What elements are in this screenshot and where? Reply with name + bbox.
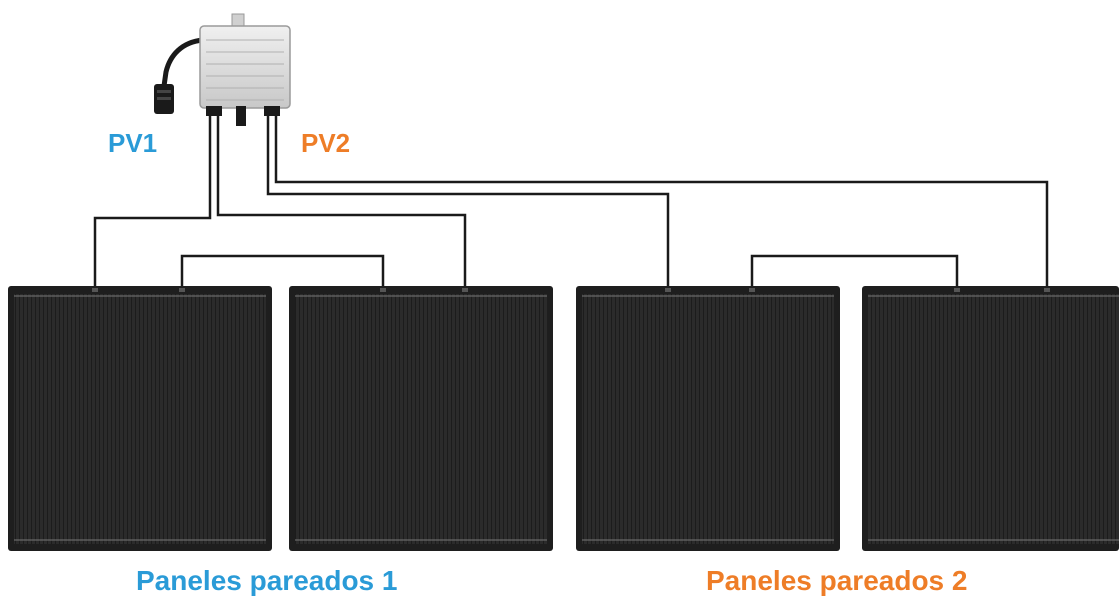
pv1-label: PV1 <box>108 128 158 158</box>
wire-pv2-a <box>266 108 670 290</box>
ac-plug-icon <box>154 84 174 114</box>
group1-label: Paneles pareados 1 <box>136 565 398 596</box>
solar-panel-2 <box>289 286 553 551</box>
wires <box>93 108 1049 290</box>
wire-link-group1 <box>180 254 385 290</box>
wire-pv1-b <box>216 108 467 290</box>
wire-pv1-a <box>93 108 212 290</box>
pv2-label: PV2 <box>301 128 351 158</box>
solar-panel-4 <box>862 286 1119 551</box>
microinverter-icon <box>154 13 291 126</box>
solar-panel-1 <box>8 286 272 551</box>
wire-link-group2 <box>750 254 959 290</box>
group2-label: Paneles pareados 2 <box>706 565 968 596</box>
solar-panel-3 <box>576 286 840 551</box>
wire-pv2-b <box>274 108 1049 290</box>
